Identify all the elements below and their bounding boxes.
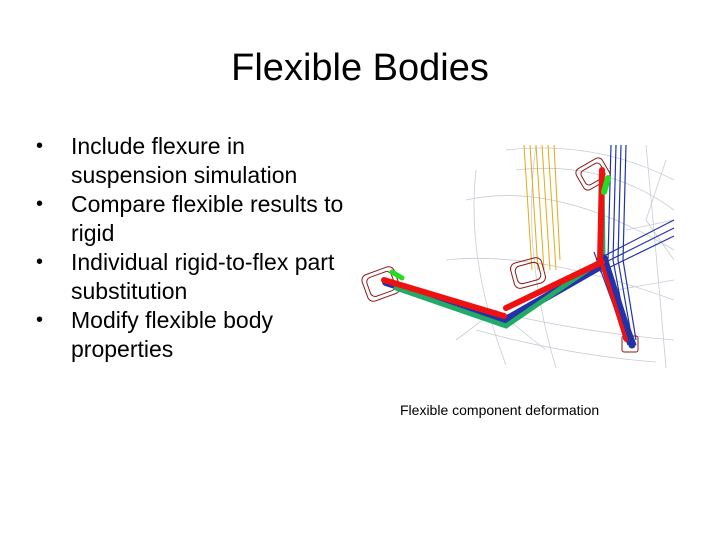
bullet-marker: • (36, 251, 44, 273)
bullet-marker: • (36, 135, 44, 157)
bullet-text: Modify flexible body properties (71, 307, 273, 362)
bullet-text: Individual rigid-to-flex part substituti… (71, 249, 335, 304)
bullet-text: Compare flexible results to rigid (71, 191, 344, 246)
bullet-item: • Compare flexible results to rigid (36, 190, 366, 248)
bullet-text: Include flexure in suspension simulation (71, 133, 298, 188)
deformed-links (381, 167, 636, 349)
bullet-marker: • (36, 193, 44, 215)
spring-coils (523, 144, 561, 271)
figure-caption: Flexible component deformation (400, 402, 600, 418)
bullet-item: • Individual rigid-to-flex part substitu… (36, 248, 366, 306)
bullet-list: • Include flexure in suspension simulati… (36, 132, 366, 364)
bullet-marker: • (36, 309, 44, 331)
blue-members (593, 144, 675, 346)
suspension-deformation-figure (361, 144, 675, 368)
bullet-item: • Include flexure in suspension simulati… (36, 132, 366, 190)
slide-title: Flexible Bodies (231, 47, 489, 89)
bullet-item: • Modify flexible body properties (36, 306, 366, 364)
